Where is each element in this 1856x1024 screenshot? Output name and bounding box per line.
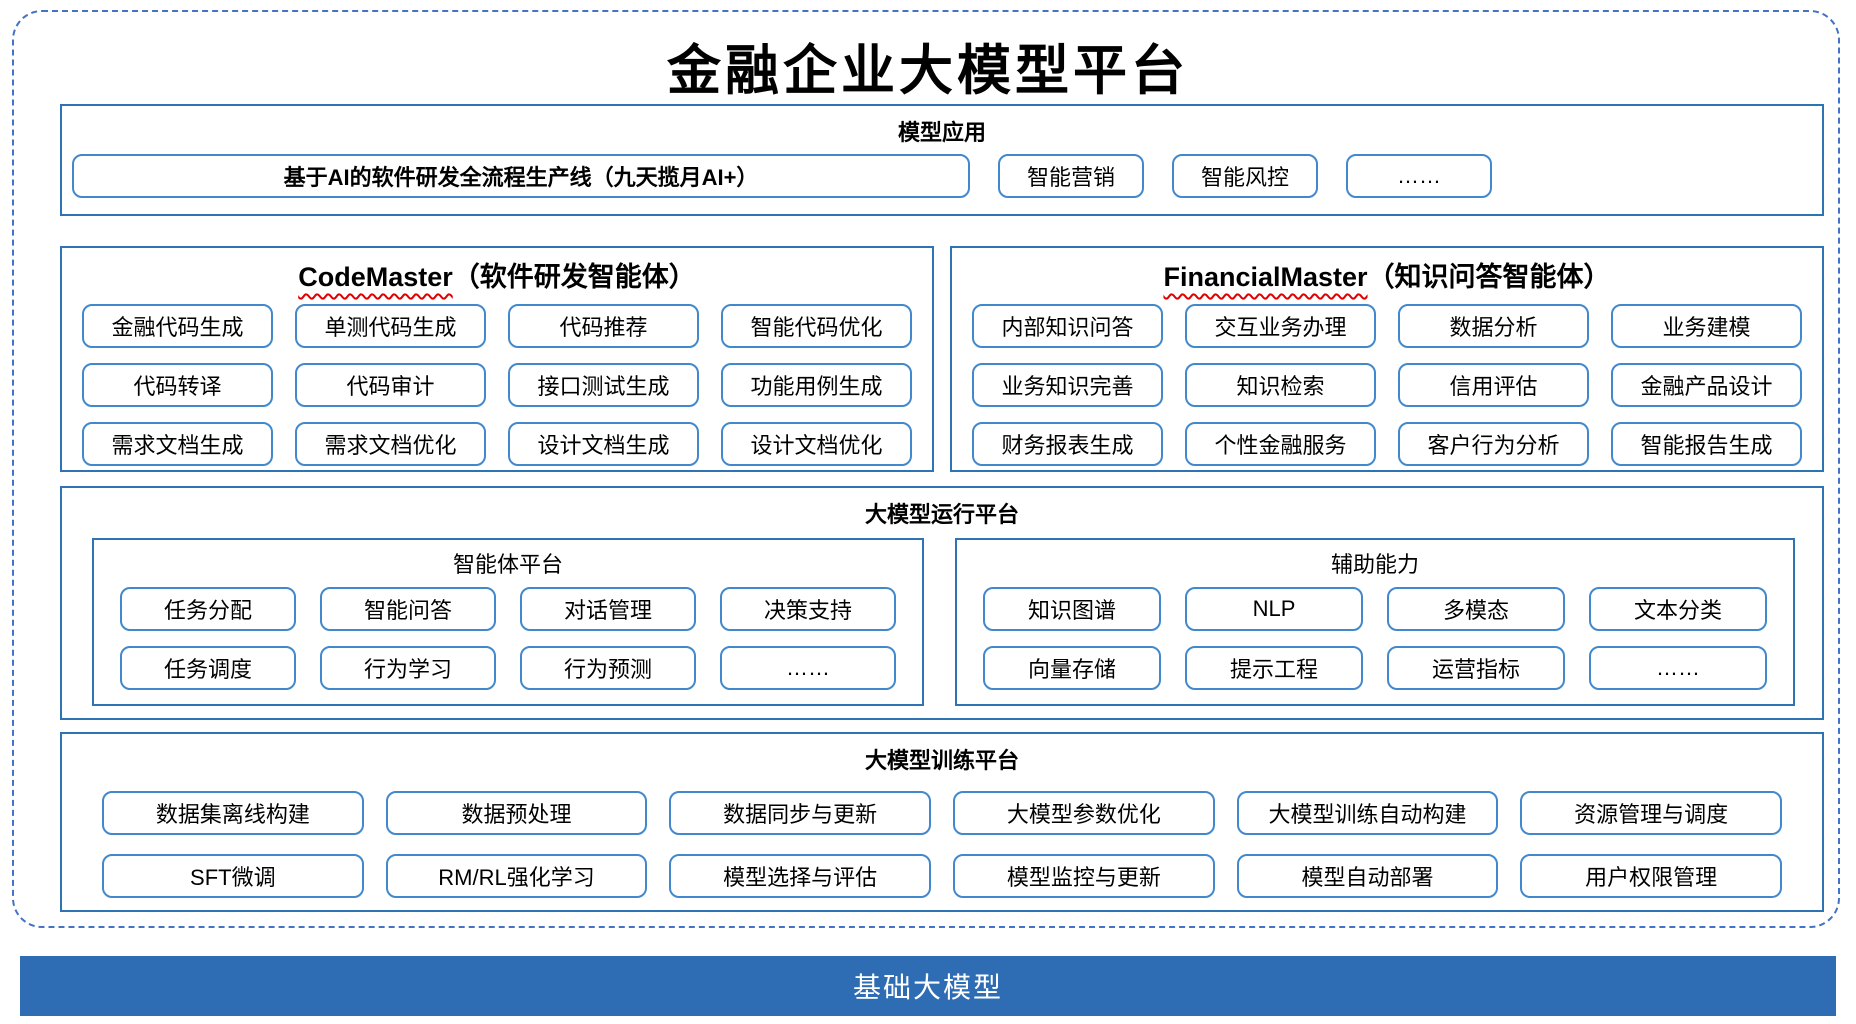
capability-item: 代码转译 [82,363,273,407]
runtime-item: 任务分配 [120,587,296,631]
runtime-item: 决策支持 [720,587,896,631]
model-app-item-ellipsis: …… [1346,154,1492,198]
capability-item: 智能代码优化 [721,304,912,348]
runtime-item: 提示工程 [1185,646,1363,690]
auxiliary-capability-box: 辅助能力 知识图谱 NLP 多模态 文本分类 向量存储 提示工程 运营指标 …… [955,538,1795,706]
capability-item: 数据分析 [1398,304,1589,348]
capability-item: 接口测试生成 [508,363,699,407]
codemaster-title-suffix: （软件研发智能体） [452,262,696,292]
runtime-item: 智能问答 [320,587,496,631]
runtime-item: NLP [1185,587,1363,631]
capability-item: 代码推荐 [508,304,699,348]
model-app-row: 基于AI的软件研发全流程生产线（九天揽月AI+） 智能营销 智能风控 …… [72,154,1812,198]
financialmaster-grid: 内部知识问答 交互业务办理 数据分析 业务建模 业务知识完善 知识检索 信用评估… [952,294,1822,466]
codemaster-title-en: CodeMaster [298,262,453,292]
training-item: 模型选择与评估 [669,854,931,898]
runtime-item: 知识图谱 [983,587,1161,631]
capability-item: 业务知识完善 [972,363,1163,407]
training-item: 数据集离线构建 [102,791,364,835]
runtime-item-ellipsis: …… [720,646,896,690]
capability-item: 信用评估 [1398,363,1589,407]
capability-item: 设计文档优化 [721,422,912,466]
capability-item: 金融产品设计 [1611,363,1802,407]
codemaster-panel: CodeMaster（软件研发智能体） 金融代码生成 单测代码生成 代码推荐 智… [60,246,934,472]
training-item: 用户权限管理 [1520,854,1782,898]
auxiliary-capability-label: 辅助能力 [1330,552,1419,577]
capability-item: 单测代码生成 [295,304,486,348]
financialmaster-title: FinancialMaster（知识问答智能体） [952,248,1822,294]
training-item: 数据预处理 [385,791,648,835]
training-platform-section: 大模型训练平台 数据集离线构建 数据预处理 数据同步与更新 大模型参数优化 大模… [60,732,1824,912]
financialmaster-title-suffix: （知识问答智能体） [1367,262,1611,292]
training-item: 大模型训练自动构建 [1236,791,1499,835]
base-model-bar: 基础大模型 [20,956,1836,1016]
base-model-label: 基础大模型 [852,972,1003,1003]
runtime-item: 文本分类 [1589,587,1767,631]
capability-item: 设计文档生成 [508,422,699,466]
training-platform-grid: 数据集离线构建 数据预处理 数据同步与更新 大模型参数优化 大模型训练自动构建 … [62,775,1822,898]
capability-item: 代码审计 [295,363,486,407]
auxiliary-capability-grid: 知识图谱 NLP 多模态 文本分类 向量存储 提示工程 运营指标 …… [957,579,1793,690]
financialmaster-panel: FinancialMaster（知识问答智能体） 内部知识问答 交互业务办理 数… [950,246,1824,472]
agent-platform-box: 智能体平台 任务分配 智能问答 对话管理 决策支持 任务调度 行为学习 行为预测… [92,538,924,706]
model-app-header: 模型应用 [897,120,986,145]
training-item: 模型自动部署 [1236,854,1499,898]
agent-platform-grid: 任务分配 智能问答 对话管理 决策支持 任务调度 行为学习 行为预测 …… [94,579,922,690]
training-item: RM/RL强化学习 [385,854,648,898]
training-item: 资源管理与调度 [1520,791,1782,835]
runtime-item: 对话管理 [520,587,696,631]
capability-item: 财务报表生成 [972,422,1163,466]
model-app-item: 智能风控 [1172,154,1318,198]
capability-item: 需求文档优化 [295,422,486,466]
capability-item: 交互业务办理 [1185,304,1376,348]
runtime-item-ellipsis: …… [1589,646,1767,690]
runtime-platform-section: 大模型运行平台 智能体平台 任务分配 智能问答 对话管理 决策支持 任务调度 行… [60,486,1824,720]
model-app-section: 模型应用 基于AI的软件研发全流程生产线（九天揽月AI+） 智能营销 智能风控 … [60,104,1824,216]
training-item: 数据同步与更新 [669,791,931,835]
capability-item: 个性金融服务 [1185,422,1376,466]
runtime-item: 运营指标 [1387,646,1565,690]
training-item: 模型监控与更新 [952,854,1215,898]
agent-platform-label: 智能体平台 [452,552,563,577]
runtime-platform-header: 大模型运行平台 [864,502,1019,527]
capability-item: 内部知识问答 [972,304,1163,348]
capability-item: 需求文档生成 [82,422,273,466]
runtime-item: 行为预测 [520,646,696,690]
runtime-item: 向量存储 [983,646,1161,690]
training-item: SFT微调 [102,854,364,898]
financialmaster-title-en: FinancialMaster [1163,262,1368,292]
capability-item: 功能用例生成 [721,363,912,407]
runtime-item: 任务调度 [120,646,296,690]
capability-item: 金融代码生成 [82,304,273,348]
training-platform-header: 大模型训练平台 [864,748,1019,773]
capability-item: 智能报告生成 [1611,422,1802,466]
runtime-item: 多模态 [1387,587,1565,631]
codemaster-title: CodeMaster（软件研发智能体） [62,248,932,294]
model-app-item: 智能营销 [998,154,1144,198]
page-title: 金融企业大模型平台 [667,38,1189,102]
capability-item: 业务建模 [1611,304,1802,348]
runtime-item: 行为学习 [320,646,496,690]
training-item: 大模型参数优化 [952,791,1215,835]
codemaster-grid: 金融代码生成 单测代码生成 代码推荐 智能代码优化 代码转译 代码审计 接口测试… [62,294,932,466]
model-app-main-item: 基于AI的软件研发全流程生产线（九天揽月AI+） [72,154,970,198]
capability-item: 知识检索 [1185,363,1376,407]
capability-item: 客户行为分析 [1398,422,1589,466]
